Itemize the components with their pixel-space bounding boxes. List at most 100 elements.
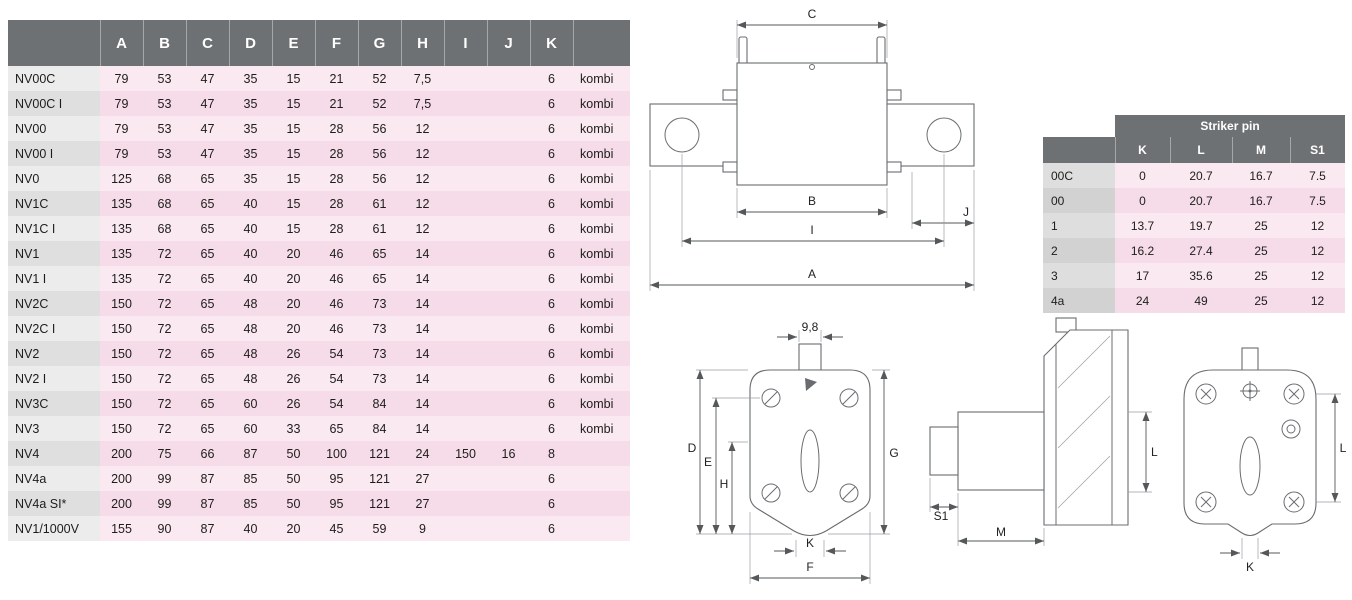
dimension-cell: 6	[530, 466, 573, 491]
dimension-cell: 40	[229, 191, 272, 216]
dim-label-e: E	[704, 455, 712, 469]
row-label: NV4a	[8, 466, 100, 491]
dim-label-k-back: K	[1246, 560, 1254, 574]
dimension-cell: 47	[186, 91, 229, 116]
striker-cell: 20.7	[1170, 163, 1232, 188]
dimension-cell	[444, 191, 487, 216]
row-label: 00	[1043, 188, 1115, 213]
dimension-cell	[444, 66, 487, 91]
dimension-cell: 6	[530, 91, 573, 116]
dimension-cell: 53	[143, 116, 186, 141]
indicator-mark	[805, 378, 817, 391]
fuse-profile-view-drawing: S1 M L	[929, 317, 1158, 546]
dimension-cell: 20	[272, 266, 315, 291]
kombi-cell: kombi	[573, 316, 630, 341]
striker-cell: 12	[1290, 238, 1346, 263]
dimension-cell: 95	[315, 491, 358, 516]
column-header-f: F	[315, 20, 358, 66]
dimension-cell: 150	[100, 316, 143, 341]
column-header-e: E	[272, 20, 315, 66]
column-header-b: B	[143, 20, 186, 66]
dimension-cell: 40	[229, 266, 272, 291]
striker-cell: 12	[1290, 213, 1346, 238]
dimension-cell: 200	[100, 491, 143, 516]
kombi-cell: kombi	[573, 216, 630, 241]
dimension-cell: 6	[530, 291, 573, 316]
kombi-cell	[573, 441, 630, 466]
dimension-cell: 150	[100, 416, 143, 441]
dimension-cell: 14	[401, 241, 444, 266]
dimension-cell: 65	[186, 316, 229, 341]
column-header-i: I	[444, 20, 487, 66]
row-label: NV00 I	[8, 141, 100, 166]
dimension-cell: 7,5	[401, 91, 444, 116]
dim-label-m: M	[996, 525, 1006, 539]
dimension-cell	[444, 491, 487, 516]
dimension-cell: 73	[358, 341, 401, 366]
dimension-cell: 26	[272, 391, 315, 416]
dimension-cell: 65	[186, 166, 229, 191]
striker-cell: 12	[1290, 288, 1346, 313]
dimension-cell: 6	[530, 416, 573, 441]
column-header-c: C	[186, 20, 229, 66]
dimension-cell: 33	[272, 416, 315, 441]
dimension-cell	[444, 391, 487, 416]
dimension-cell: 72	[143, 316, 186, 341]
dimension-cell: 99	[143, 491, 186, 516]
dimension-cell: 20	[272, 516, 315, 541]
dimension-cell: 20	[272, 316, 315, 341]
dimension-cell: 90	[143, 516, 186, 541]
kombi-cell: kombi	[573, 291, 630, 316]
back-striker-rings	[1281, 419, 1301, 439]
row-label: NV3	[8, 416, 100, 441]
column-header-note	[573, 20, 630, 66]
dimension-cell: 121	[358, 466, 401, 491]
dimension-lines-front-view	[696, 330, 890, 584]
dimension-cell	[444, 366, 487, 391]
dimension-cell: 50	[272, 466, 315, 491]
dimension-cell: 72	[143, 241, 186, 266]
dimension-cell	[487, 516, 530, 541]
dimension-cell: 40	[229, 216, 272, 241]
dimension-cell: 47	[186, 116, 229, 141]
dimension-cell	[487, 291, 530, 316]
dimension-cell: 12	[401, 166, 444, 191]
striker-column-k: K	[1115, 137, 1170, 163]
dimension-cell: 15	[272, 91, 315, 116]
dimension-cell: 65	[315, 416, 358, 441]
dimension-cell	[487, 216, 530, 241]
dimension-cell	[487, 91, 530, 116]
kombi-cell: kombi	[573, 391, 630, 416]
row-label: NV2C	[8, 291, 100, 316]
dimension-cell	[487, 166, 530, 191]
dimension-cell: 35	[229, 166, 272, 191]
dimension-cell: 48	[229, 366, 272, 391]
column-header-j: J	[487, 20, 530, 66]
dimension-cell: 48	[229, 291, 272, 316]
dimension-cell: 46	[315, 241, 358, 266]
striker-cell: 13.7	[1115, 213, 1170, 238]
dimension-cell: 35	[229, 141, 272, 166]
dimension-cell: 14	[401, 291, 444, 316]
dimension-cell: 87	[186, 466, 229, 491]
fuse-blade-right	[885, 103, 975, 167]
dimension-cell: 60	[229, 416, 272, 441]
dimension-cell: 68	[143, 191, 186, 216]
dimension-cell: 61	[358, 191, 401, 216]
column-header-g: G	[358, 20, 401, 66]
row-label: NV2	[8, 341, 100, 366]
dimension-cell: 14	[401, 366, 444, 391]
dimension-cell	[444, 316, 487, 341]
dim-label-c: C	[808, 7, 817, 21]
